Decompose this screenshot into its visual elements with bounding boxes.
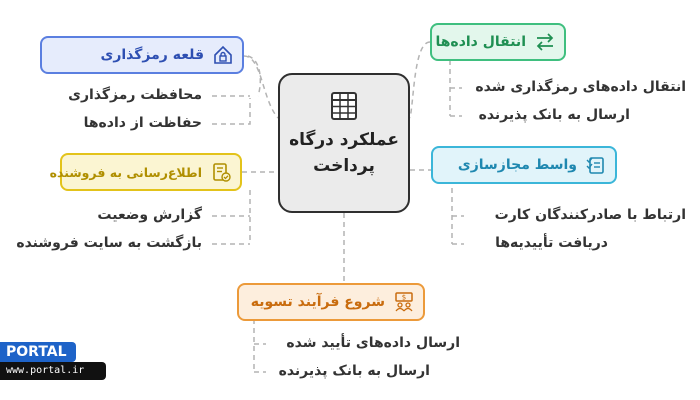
branch-transfer: انتقال داده‌ها: [430, 23, 566, 61]
house-lock-icon: [214, 45, 232, 64]
branch-mediator: واسط مجازسازی: [431, 146, 617, 184]
branch-settle-label: شروع فرآیند تسویه: [250, 294, 385, 310]
connector-vault-item-2: [212, 98, 251, 125]
branch-vault-item-1: محافظت رمزگذاری: [68, 87, 202, 103]
branch-notify-item-2: بازگشت به سایت فروشنده: [16, 235, 202, 251]
center-title: عملکرد درگاه پرداخت: [289, 130, 399, 176]
branch-vault-label: قلعه رمزگذاری: [100, 47, 204, 63]
branch-settle: $ شروع فرآیند تسویه: [237, 283, 425, 321]
arrows-exchange-icon: [536, 33, 554, 51]
branch-settle-item-1: ارسال داده‌های تأیید شده: [286, 335, 460, 351]
checklist-icon: [586, 157, 604, 174]
branch-mediator-item-1: ارتباط با صادرکنندگان کارت: [494, 207, 686, 223]
portal-watermark: PORTAL www.portal.ir: [0, 342, 106, 382]
svg-text:$: $: [402, 294, 406, 302]
branch-notify-label: اطلاع‌رسانی به فروشنده: [49, 164, 202, 180]
receipt-check-icon: [213, 163, 231, 182]
branch-mediator-label: واسط مجازسازی: [457, 157, 577, 173]
branch-settle-item-2: ارسال به بانک پذیرنده: [278, 363, 430, 379]
branch-vault: قلعه رمزگذاری: [40, 36, 244, 74]
branch-vault-item-2: حفاظت از داده‌ها: [83, 115, 202, 131]
connector-vault: [243, 55, 279, 119]
branch-transfer-item-2: ارسال به بانک پذیرنده: [478, 107, 630, 123]
connector-transfer: [409, 41, 431, 119]
portal-brand: PORTAL: [0, 342, 76, 362]
branch-mediator-item-2: دریافت تأییدیه‌ها: [495, 235, 608, 251]
branch-notify: اطلاع‌رسانی به فروشنده: [50, 153, 242, 191]
branch-notify-item-1: گزارش وضعیت: [97, 207, 202, 223]
settlement-icon: $: [395, 292, 413, 312]
table-grid-icon: [331, 92, 357, 120]
center-node: عملکرد درگاه پرداخت: [278, 73, 410, 213]
portal-site: www.portal.ir: [0, 362, 106, 380]
branch-transfer-label: انتقال داده‌ها: [435, 34, 526, 50]
branch-transfer-item-1: انتقال داده‌های رمزگذاری شده: [475, 79, 686, 95]
